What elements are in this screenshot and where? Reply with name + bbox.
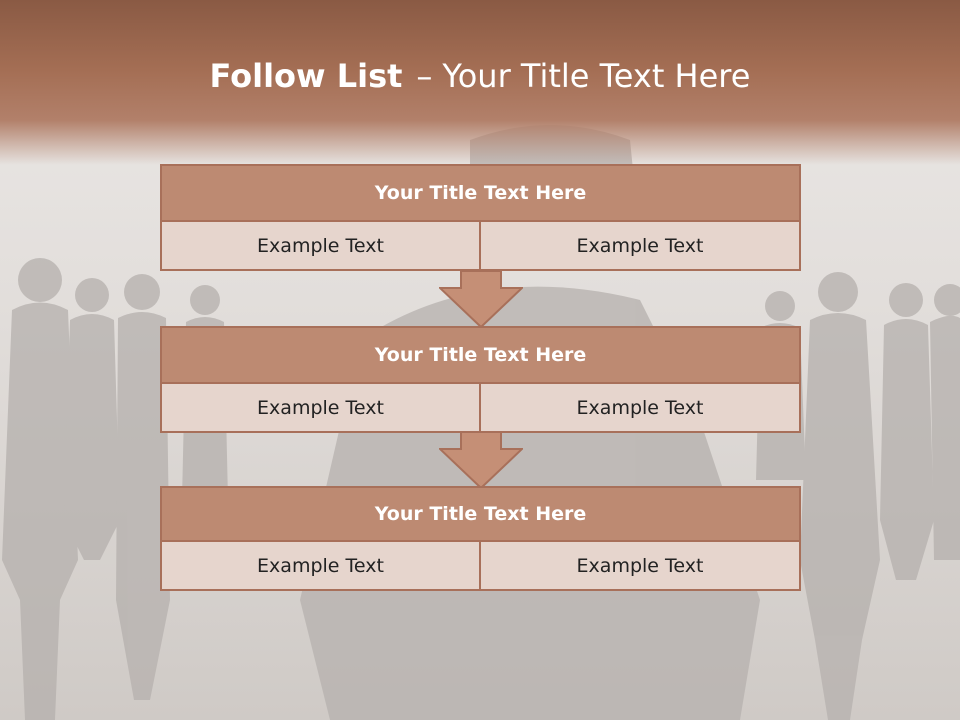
step-detail-left[interactable]: Example Text xyxy=(160,222,481,271)
step-detail-row: Example Text Example Text xyxy=(160,222,801,271)
flow-step-3[interactable]: Your Title Text Here Example Text Exampl… xyxy=(160,486,801,591)
slide-title: Follow List–Your Title Text Here xyxy=(0,52,960,100)
step-detail-right[interactable]: Example Text xyxy=(481,542,801,591)
down-arrow-icon xyxy=(439,270,523,328)
flow-step-2[interactable]: Your Title Text Here Example Text Exampl… xyxy=(160,326,801,433)
step-detail-right[interactable]: Example Text xyxy=(481,384,801,433)
down-arrow-icon xyxy=(439,431,523,489)
step-heading[interactable]: Your Title Text Here xyxy=(160,164,801,222)
title-separator: – xyxy=(416,57,433,95)
title-banner xyxy=(0,0,960,165)
title-subtitle-part: Your Title Text Here xyxy=(442,57,751,95)
flow-step-1[interactable]: Your Title Text Here Example Text Exampl… xyxy=(160,164,801,271)
step-detail-left[interactable]: Example Text xyxy=(160,542,481,591)
step-detail-right[interactable]: Example Text xyxy=(481,222,801,271)
title-bold-part: Follow List xyxy=(209,57,403,95)
step-detail-left[interactable]: Example Text xyxy=(160,384,481,433)
step-heading[interactable]: Your Title Text Here xyxy=(160,486,801,542)
step-detail-row: Example Text Example Text xyxy=(160,542,801,591)
step-heading[interactable]: Your Title Text Here xyxy=(160,326,801,384)
step-detail-row: Example Text Example Text xyxy=(160,384,801,433)
